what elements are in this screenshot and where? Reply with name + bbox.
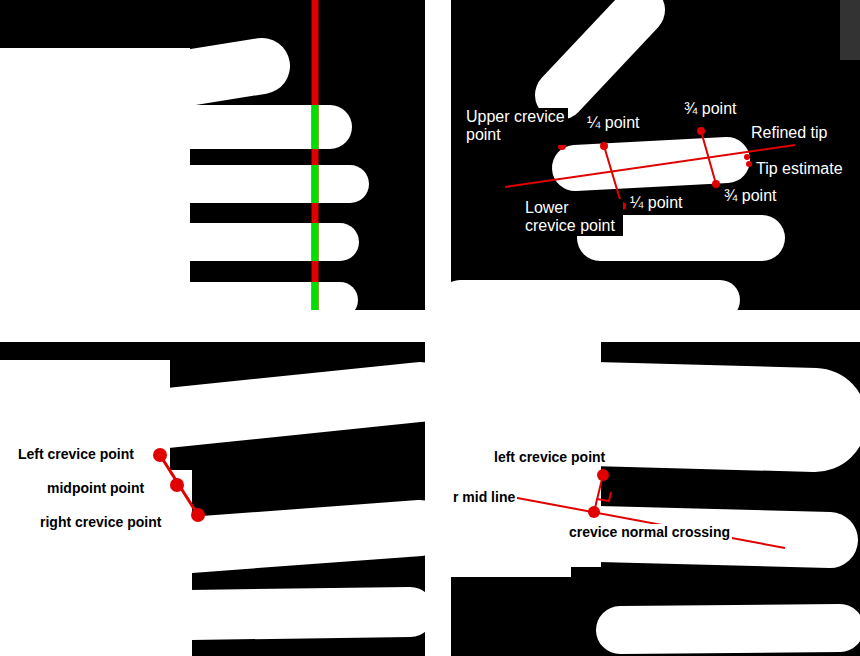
crossing-label: crevice normal crossing <box>567 524 732 540</box>
tip-label: Refined tip <box>749 124 830 142</box>
panel-finger-axis <box>451 0 860 310</box>
crevice-label: right crevice point <box>38 514 163 530</box>
tip-label: Tip estimate <box>754 160 845 178</box>
crevice-label: Lower crevice point <box>523 199 623 236</box>
three-quarter-point-label: ¾ point <box>682 100 738 118</box>
quarter-point-label: ¼ point <box>628 194 684 212</box>
midpoint-label: midpoint point <box>45 480 146 496</box>
crevice-label: left crevice point <box>492 449 607 465</box>
panel-crevice-midpoint <box>0 342 425 656</box>
quarter-point-label: ¼ point <box>585 114 641 132</box>
three-quarter-point-label: ¾ point <box>722 187 778 205</box>
panel-scanline <box>0 0 425 310</box>
midline-label: r mid line <box>451 489 517 505</box>
panel-crevice-normal <box>451 342 860 656</box>
crevice-label: Left crevice point <box>16 446 136 462</box>
crevice-label: Upper crevice point <box>464 108 568 145</box>
